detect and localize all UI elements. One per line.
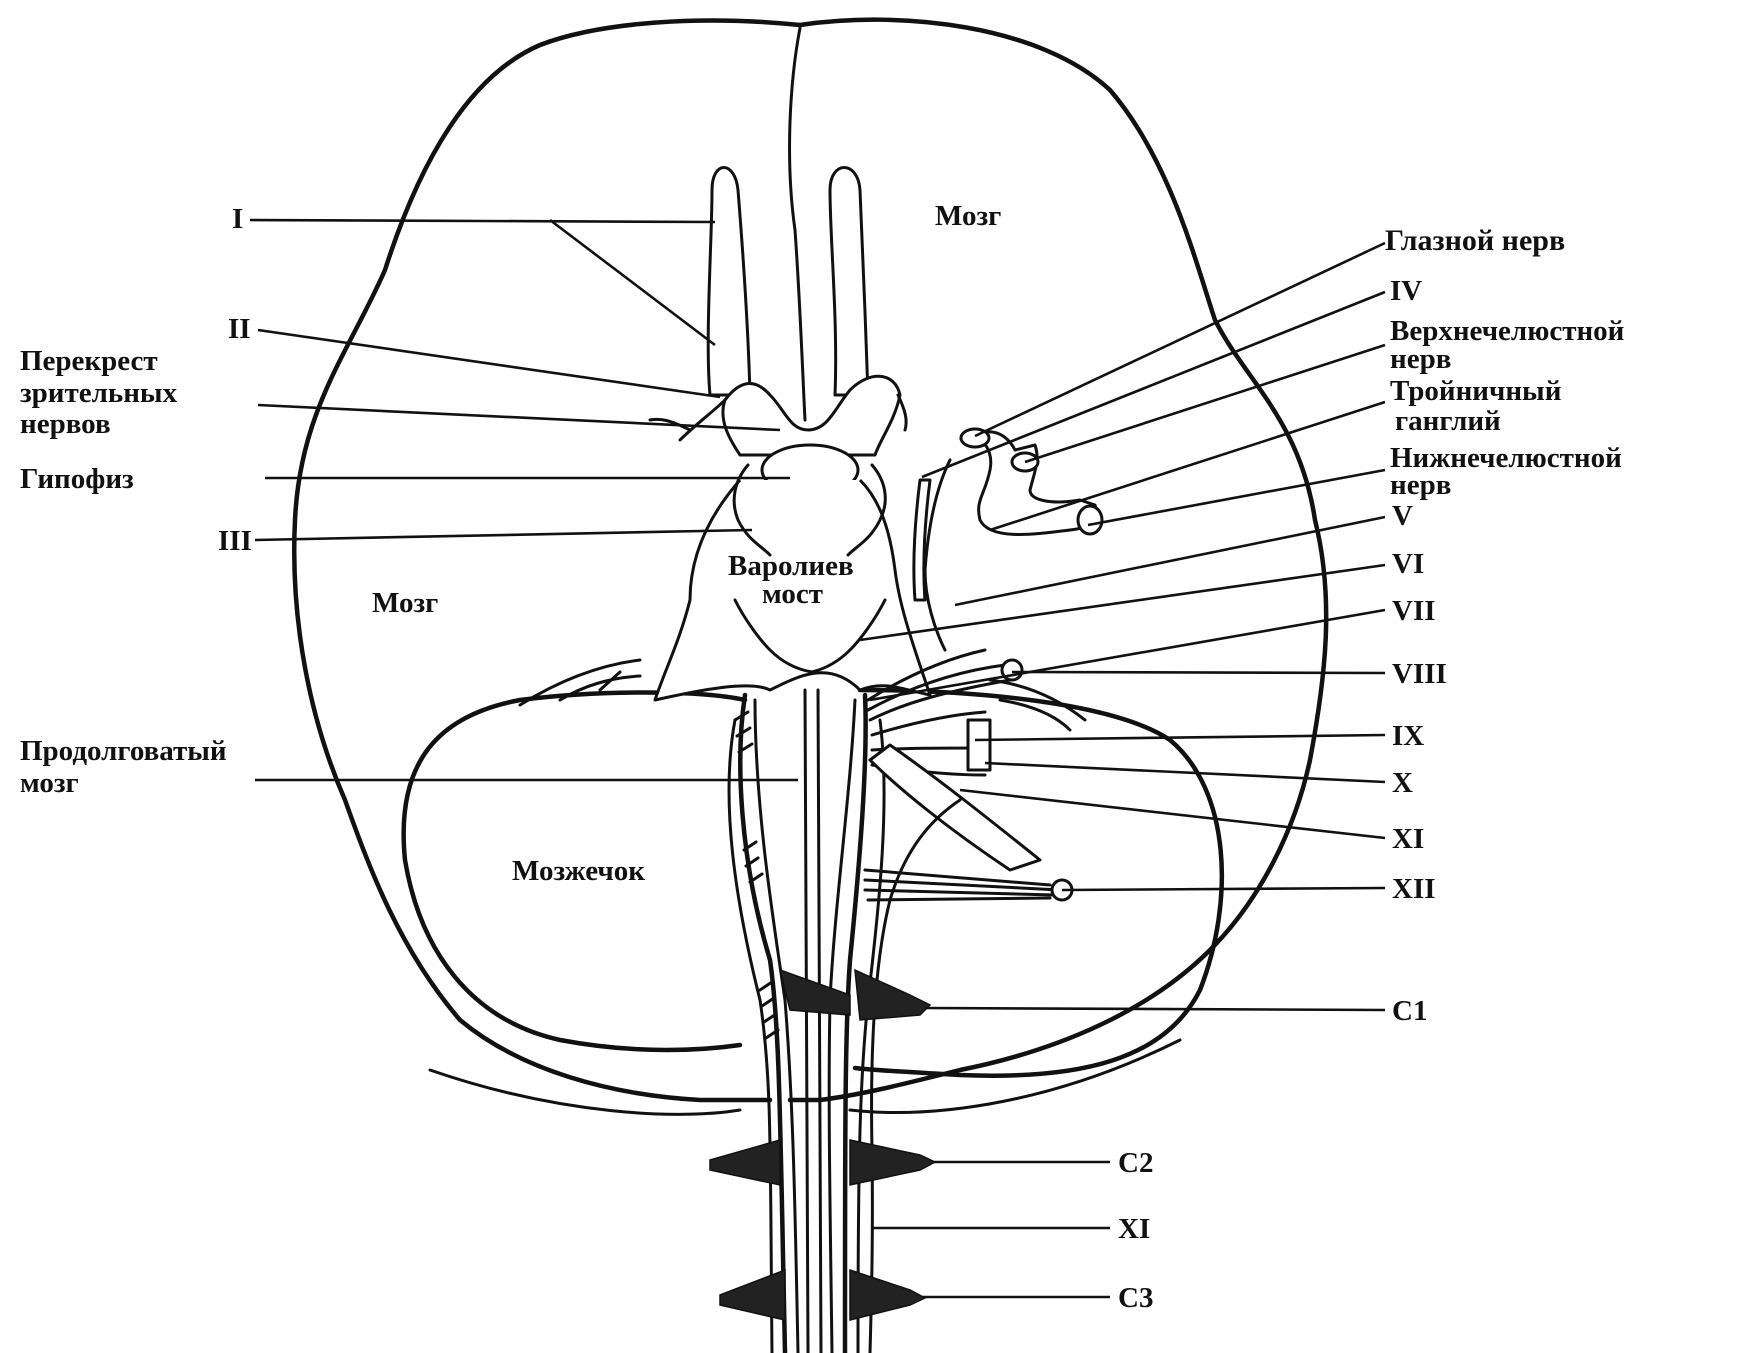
label-pituitary: Гипофиз: [20, 463, 134, 495]
trigeminal-complex: [914, 429, 1102, 650]
median-fissure-left: [805, 690, 808, 1353]
leader-optic-chiasm: [258, 405, 780, 430]
label-nerve-IV: IV: [1390, 275, 1422, 307]
label-optic-chiasm-line3: нервов: [20, 408, 111, 440]
median-fissure-right: [818, 690, 821, 1353]
label-nerve-X: X: [1392, 767, 1413, 799]
label-trigeminal-line2: ганглий: [1395, 405, 1501, 437]
label-nerve-III: III: [218, 525, 252, 557]
label-spinal-C1: C1: [1392, 995, 1427, 1027]
optic-nerve-left-stub: [650, 400, 725, 440]
label-spinal-XI: XI: [1118, 1213, 1150, 1245]
label-spinal-C3: C3: [1118, 1282, 1153, 1314]
leader-VI: [860, 565, 1385, 640]
label-nerve-V: V: [1392, 500, 1413, 532]
optic-chiasm-shape: [723, 376, 900, 455]
leader-VIII: [1012, 672, 1385, 673]
label-ophthalmic-nerve: Глазной нерв: [1385, 224, 1565, 257]
c3-left: [720, 1270, 785, 1320]
leader-XII: [1062, 888, 1385, 890]
label-spinal-C2: C2: [1118, 1147, 1153, 1179]
leader-C1: [925, 1008, 1385, 1010]
spinal-cord-right-inner: [829, 700, 855, 1353]
leader-I: [250, 220, 715, 345]
c1-fan-left: [780, 970, 850, 1015]
c2-left: [710, 1140, 780, 1185]
label-cerebellum: Мозжечок: [512, 855, 645, 887]
label-nerve-IX: IX: [1392, 720, 1424, 752]
leader-ophthalmic: [975, 243, 1385, 436]
label-nerve-II: II: [228, 313, 251, 345]
label-maxillary-line2: нерв: [1390, 343, 1451, 375]
label-nerve-XII: XII: [1392, 873, 1436, 905]
longitudinal-fissure: [790, 28, 805, 420]
label-trigeminal-line1: Тройничный: [1390, 375, 1561, 407]
leader-VII: [870, 610, 1385, 700]
label-optic-chiasm-line1: Перекрест: [20, 345, 158, 377]
label-mandibular-line2: нерв: [1390, 469, 1451, 501]
label-medulla-line1: Продолговатый: [20, 735, 227, 767]
medulla-spinal-cord: [729, 690, 884, 1353]
optic-chiasm: [650, 376, 906, 455]
olfactory-tract-right: [830, 168, 868, 396]
label-brain-left: Мозг: [372, 587, 438, 619]
optic-nerve-right-stub: [898, 395, 906, 430]
label-nerve-VI: VI: [1392, 548, 1424, 580]
cerebellum-back-line: [430, 1040, 1180, 1114]
label-nerve-I: I: [232, 203, 243, 235]
label-medulla-line2: мозг: [20, 767, 79, 799]
leader-X: [985, 763, 1385, 782]
c3-right: [850, 1270, 925, 1320]
leader-IX: [975, 735, 1385, 740]
leader-mandibular: [1088, 470, 1385, 525]
c1-nerve: [855, 970, 930, 1020]
olfactory-tract-left: [708, 168, 750, 396]
label-nerve-XI: XI: [1392, 823, 1424, 855]
leader-IV: [922, 292, 1385, 477]
c2-right: [850, 1140, 935, 1185]
label-optic-chiasm-line2: зрительных: [20, 377, 178, 409]
label-brain-right: Мозг: [935, 200, 1001, 232]
label-pons-line2: мост: [762, 578, 823, 610]
leader-XI: [960, 790, 1385, 838]
spinal-nerves: [710, 970, 935, 1320]
leader-trigeminal: [990, 402, 1385, 530]
label-nerve-VIII: VIII: [1392, 658, 1447, 690]
olfactory-tracts: [708, 168, 868, 396]
leader-III: [255, 530, 752, 540]
label-nerve-VII: VII: [1392, 595, 1436, 627]
mandibular-branch-end: [1078, 506, 1102, 534]
